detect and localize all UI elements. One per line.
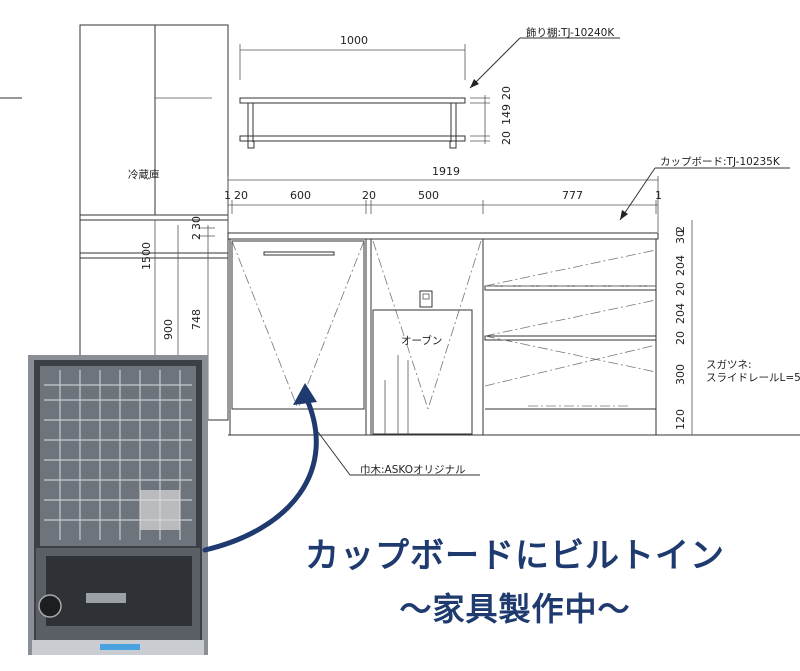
dim-r-300: 300 bbox=[674, 364, 687, 385]
curved-arrowhead bbox=[293, 383, 317, 405]
dim-r-2: 2 bbox=[674, 226, 687, 233]
dim-seg-1b: 1 bbox=[655, 189, 662, 202]
shelf-label: 飾り棚:TJ-10240K bbox=[526, 26, 615, 39]
note-line-1: スガツネ: bbox=[706, 359, 752, 371]
dim-r-30: 30 bbox=[674, 230, 687, 244]
dim-shelf-20b: 20 bbox=[500, 131, 513, 145]
dim-left-2: 2 bbox=[190, 233, 203, 240]
dim-r-204a: 204 bbox=[674, 255, 687, 276]
dim-shelf-149: 149 bbox=[500, 104, 513, 125]
dim-748: 748 bbox=[190, 309, 203, 330]
dim-1000: 1000 bbox=[340, 34, 368, 47]
dim-1919: 1919 bbox=[432, 165, 460, 178]
dim-seg-20b: 20 bbox=[362, 189, 376, 202]
dim-left-30: 30 bbox=[190, 216, 203, 230]
promo-line-1: カップボードにビルトイン bbox=[305, 536, 725, 576]
cupboard-leader bbox=[619, 167, 656, 221]
shelf-leader bbox=[469, 37, 521, 89]
dim-seg-20a: 20 bbox=[234, 189, 248, 202]
fridge-label: 冷蔵庫 bbox=[128, 168, 160, 181]
dim-seg-600: 600 bbox=[290, 189, 311, 202]
decorative-shelf bbox=[239, 44, 490, 149]
dim-r-20a: 20 bbox=[674, 282, 687, 296]
dim-r-120: 120 bbox=[674, 409, 687, 430]
dim-r-204b: 204 bbox=[674, 303, 687, 324]
curved-arrow bbox=[202, 392, 319, 553]
dim-seg-1: 1 bbox=[224, 189, 231, 202]
segment-ticks bbox=[231, 200, 657, 214]
shelf-arrowhead bbox=[470, 79, 479, 88]
dim-shelf-20a: 20 bbox=[500, 86, 513, 100]
dim-900: 900 bbox=[162, 319, 175, 340]
dim-seg-500: 500 bbox=[418, 189, 439, 202]
oven-label: オーブン bbox=[401, 334, 442, 347]
cupboard-label: カップボード:TJ-10235K bbox=[660, 156, 781, 168]
cupboard-elevation bbox=[227, 232, 800, 436]
dishwasher-photo bbox=[28, 355, 208, 655]
note-line-2: スライドレールL=5 bbox=[706, 372, 800, 384]
cupboard-arrowhead bbox=[620, 210, 628, 220]
dim-1500: 1500 bbox=[140, 242, 153, 270]
dim-r-20b: 20 bbox=[674, 331, 687, 345]
promo-line-2: 〜家具製作中〜 bbox=[399, 590, 631, 628]
dim-seg-777: 777 bbox=[562, 189, 583, 202]
plinth-leader bbox=[317, 431, 351, 476]
plinth-label: 巾木:ASKOオリジナル bbox=[360, 463, 465, 476]
